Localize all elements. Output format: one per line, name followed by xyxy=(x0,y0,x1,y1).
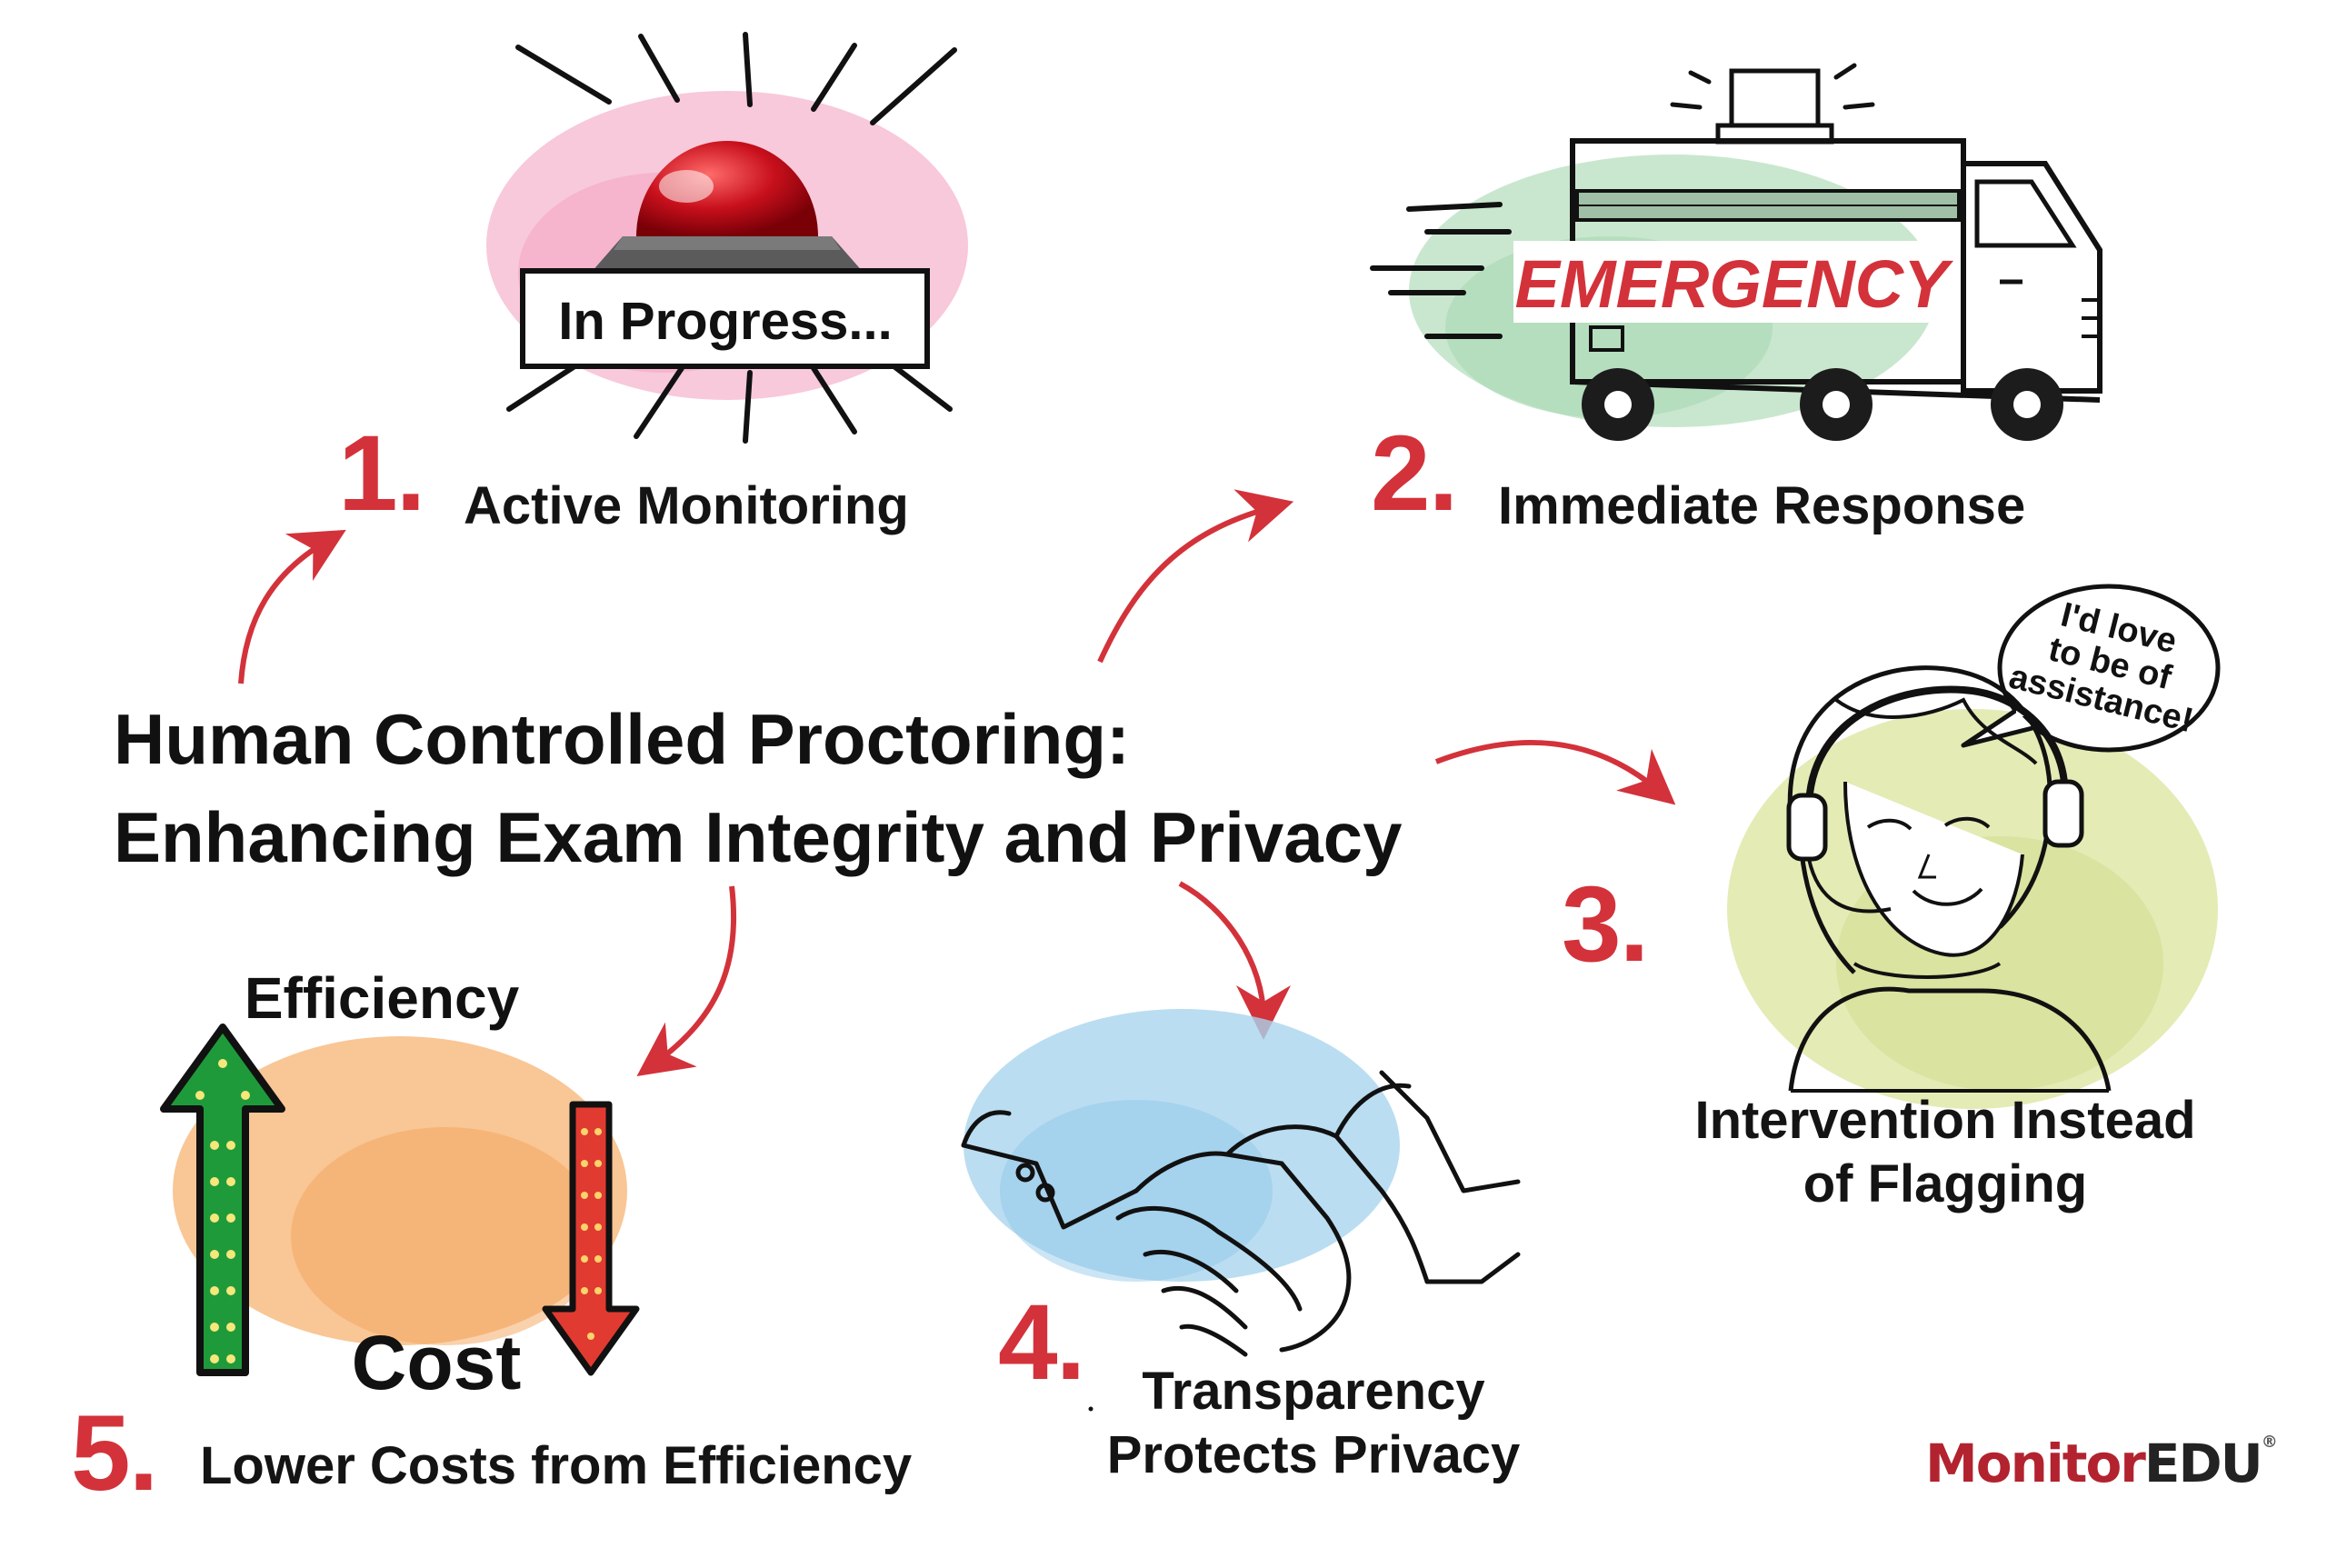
step3-label: Intervention Instead of Flagging xyxy=(1659,1089,2232,1215)
title-line-2: Enhancing Exam Integrity and Privacy xyxy=(114,796,1403,877)
handshake-icon xyxy=(961,1009,1521,1412)
emergency-text: EMERGENCY xyxy=(1515,246,1954,322)
page-title: Human Controlled Proctoring: Enhancing E… xyxy=(114,691,1402,886)
arrow-center-to-step2 xyxy=(1097,489,1294,664)
step2-number: 2. xyxy=(1371,414,1458,534)
step4-label-line-2: Protects Privacy xyxy=(1106,1424,1521,1484)
arrow-center-to-step5 xyxy=(636,885,737,1076)
in-progress-text: In Progress... xyxy=(558,292,892,351)
up-down-arrows-icon: Efficiency Cost xyxy=(160,965,640,1405)
green-arrow-lights xyxy=(195,1059,250,1363)
proctor-headset-icon: I'd love to be of assistance! xyxy=(1727,584,2221,1109)
step3-label-line-2: of Flagging xyxy=(1803,1154,2088,1213)
title-line-1: Human Controlled Proctoring: xyxy=(114,699,1130,779)
step4-label: Transparency Protects Privacy xyxy=(1059,1360,1568,1486)
arrow-center-to-step3 xyxy=(1434,739,1676,805)
step3-label-line-1: Intervention Instead xyxy=(1694,1091,2196,1150)
step4-label-line-1: Transparency xyxy=(1142,1362,1485,1421)
red-arrow-lights xyxy=(581,1128,602,1340)
step1-label: Active Monitoring xyxy=(464,476,909,535)
arrow-center-to-step1 xyxy=(238,529,346,684)
cost-text: Cost xyxy=(352,1320,522,1405)
alarm-siren-icon: In Progress... xyxy=(486,32,968,444)
monitoredu-logo: MonitorEDU® xyxy=(1925,1433,2278,1494)
step5-label: Lower Costs from Efficiency xyxy=(200,1436,913,1495)
step1-number: 1. xyxy=(338,414,425,534)
logo-part-monitor: Monitor xyxy=(1925,1433,2146,1494)
step5-number: 5. xyxy=(71,1393,158,1513)
step3-number: 3. xyxy=(1562,864,1649,984)
ambulance-truck-icon: EMERGENCY xyxy=(1370,63,2102,441)
registered-mark: ® xyxy=(2261,1433,2278,1452)
step4-number: 4. xyxy=(998,1283,1085,1403)
arrow-center-to-step4 xyxy=(1178,881,1291,1040)
step2-label: Immediate Response xyxy=(1498,476,2026,535)
logo-part-edu: EDU xyxy=(2143,1433,2263,1494)
efficiency-text: Efficiency xyxy=(245,965,520,1031)
